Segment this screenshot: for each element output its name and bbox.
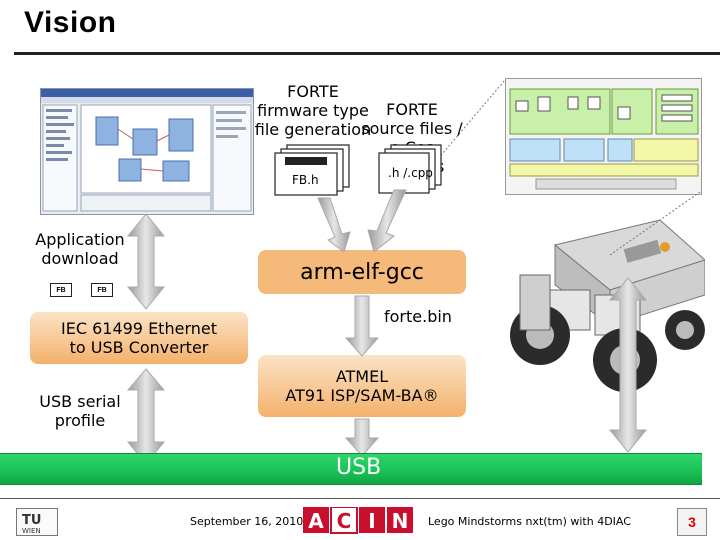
usb-serial-line1: USB serial [39, 392, 121, 411]
page-title: Vision [24, 6, 117, 39]
acin-logo-graphic: A C I N [303, 506, 413, 534]
forte-firmware-label: FORTE firmware type file generation [248, 82, 378, 139]
app-download-line1: Application [35, 230, 125, 249]
app-download-arrow [126, 213, 166, 310]
forte-bin-label: forte.bin [384, 307, 452, 326]
page-number: 3 [677, 508, 707, 536]
tu-wien-logo-graphic: TU WIEN [22, 513, 41, 535]
forte-source-line1: FORTE [386, 100, 438, 119]
gcc-to-atmel-arrow [344, 295, 380, 357]
atmel-box: ATMEL AT91 ISP/SAM-BA® [258, 355, 466, 417]
usb-serial-line2: profile [54, 411, 106, 430]
cpp-to-gcc-arrow [367, 189, 407, 253]
robot-usb-arrow [608, 277, 648, 453]
atmel-line2: AT91 ISP/SAM-BA® [285, 386, 439, 405]
footer-date: September 16, 2010 [190, 515, 304, 528]
usb-bus-label: USB [336, 455, 382, 480]
fbh-to-gcc-arrow [317, 197, 351, 253]
forte-source-line2: source files / [361, 119, 463, 138]
ide-screenshot-graphic [41, 89, 253, 212]
svg-text:C: C [337, 509, 352, 533]
svg-text:I: I [368, 509, 375, 533]
svg-text:WIEN: WIEN [22, 527, 41, 535]
footer-caption: Lego Mindstorms nxt(tm) with 4DIAC [428, 515, 631, 528]
tu-wien-logo: TU WIEN [16, 508, 58, 536]
forte-architecture-image [505, 78, 702, 195]
forte-firmware-line1: FORTE [287, 82, 339, 101]
fb-chip-2: FB [91, 283, 113, 297]
architecture-graphic [509, 88, 699, 190]
svg-text:TU: TU [22, 513, 41, 528]
svg-text:N: N [392, 509, 409, 533]
app-download-line2: download [41, 249, 119, 268]
forte-firmware-line3: file generation [254, 120, 372, 139]
arm-elf-gcc-label: arm-elf-gcc [300, 259, 424, 285]
footer-divider [0, 498, 720, 499]
file-documents [274, 144, 442, 196]
fb-chip-1: FB [50, 283, 72, 297]
arm-elf-gcc-box: arm-elf-gcc [258, 250, 466, 294]
converter-box: IEC 61499 Ethernet to USB Converter [30, 312, 248, 364]
atmel-line1: ATMEL [335, 367, 389, 386]
forte-firmware-line2: firmware type [257, 101, 369, 120]
ide-screenshot-image [40, 88, 254, 215]
usb-serial-label: USB serial profile [30, 392, 130, 430]
usb-serial-arrow [126, 368, 166, 465]
usb-bus-bar [0, 453, 702, 485]
fb-h-label: FB.h [292, 173, 319, 187]
h-cpp-label: .h /.cpp [388, 166, 433, 180]
svg-text:A: A [308, 509, 324, 533]
acin-logo: A C I N [303, 506, 415, 540]
converter-line1: IEC 61499 Ethernet [61, 319, 217, 338]
application-download-label: Application download [28, 230, 132, 268]
converter-line2: to USB Converter [69, 338, 209, 357]
atmel-to-usb-arrow [344, 418, 380, 457]
title-divider [14, 52, 720, 55]
